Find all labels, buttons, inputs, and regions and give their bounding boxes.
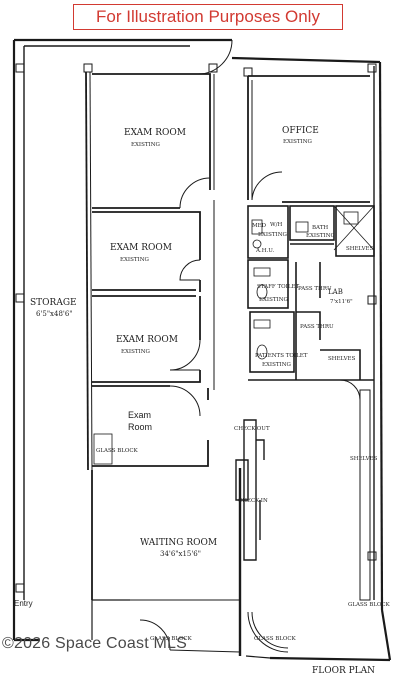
checkin-label: CHECK-IN (238, 498, 268, 504)
patients-toilet-name: PATIENTS TOILET (255, 353, 308, 359)
exam-1-name: EXAM ROOM (124, 128, 186, 138)
office-name: OFFICE (282, 126, 319, 136)
staff-toilet-note: EXISTING (259, 297, 288, 303)
interior-walls (92, 73, 370, 467)
exam-4-name: Exam (128, 410, 151, 420)
wh-label: W/H (270, 222, 283, 228)
glass-block-label-2: GLASS BLOCK (348, 602, 391, 608)
checkout-label: CHECK-OUT (234, 426, 270, 432)
exam-3-note: EXISTING (121, 349, 150, 355)
lab-name: LAB (328, 288, 343, 296)
staff-toilet-name: STAFF TOILET (257, 284, 300, 290)
entry-label: Entry (14, 599, 33, 608)
glass-blocks (139, 379, 371, 653)
floor-plan-title: FLOOR PLAN (312, 666, 375, 675)
lab-size: 7'x11'6" (330, 299, 353, 305)
glass-block-label-4: GLASS BLOCK (150, 636, 193, 642)
bath-name: BATH (312, 225, 328, 231)
storage-name: STORAGE (30, 298, 77, 308)
shelves-label-3: SHELVES (350, 456, 378, 462)
waiting-room-size: 34'6"x15'6" (160, 550, 201, 558)
misc-labels: SHELVES SHELVES SHELVES W/H A.H.U. PASS … (14, 222, 391, 675)
pass-thru-label-2: PASS THRU (300, 324, 334, 330)
office-note: EXISTING (283, 139, 312, 145)
illustration-disclaimer-banner: For Illustration Purposes Only (73, 4, 343, 30)
waiting-walls (91, 468, 271, 659)
med-name: MED (252, 223, 267, 229)
exam-4-note: Room (128, 422, 152, 432)
ahu-label: A.H.U. (255, 248, 274, 254)
patients-toilet-note: EXISTING (262, 362, 291, 368)
outer-walls (12, 38, 392, 662)
reception-counters (235, 419, 265, 561)
med-note: EXISTING (258, 232, 287, 238)
shelves-label-2: SHELVES (328, 356, 356, 362)
glass-block-label-3: GLASS BLOCK (254, 636, 297, 642)
shelves-label-1: SHELVES (346, 246, 374, 252)
glass-block-label-1: GLASS BLOCK (96, 448, 139, 454)
exam-1-note: EXISTING (131, 142, 160, 148)
copyright-watermark: ©2026 Space Coast MLS (2, 635, 187, 652)
exam-2-name: EXAM ROOM (110, 243, 172, 253)
door-swings (169, 39, 283, 417)
exam-3-name: EXAM ROOM (116, 335, 178, 345)
bath-note: EXISTING (306, 233, 335, 239)
service-block (247, 205, 375, 381)
storage-walls (85, 71, 93, 471)
room-labels: EXAM ROOM EXISTING OFFICE EXISTING EXAM … (30, 126, 353, 558)
pass-thru-label-1: PASS THRU (298, 286, 332, 292)
exam-2-note: EXISTING (120, 257, 149, 263)
waiting-room-name: WAITING ROOM (140, 538, 217, 548)
column-markers (15, 63, 377, 593)
fixtures (93, 211, 359, 465)
storage-size: 6'5"x48'6" (36, 310, 73, 318)
